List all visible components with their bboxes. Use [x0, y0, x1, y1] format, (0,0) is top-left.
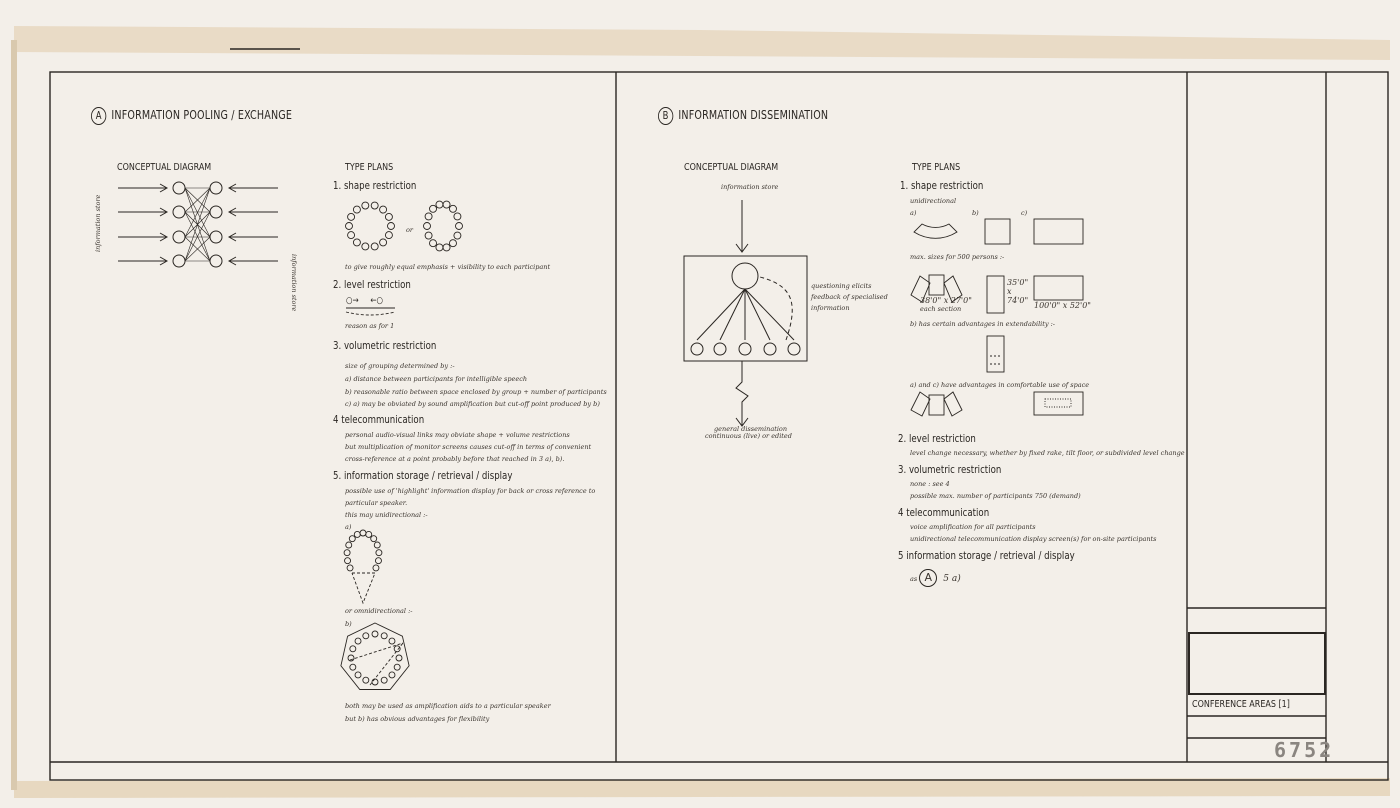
- note: this may unidirectional :-: [345, 511, 428, 519]
- note: a): [910, 209, 917, 217]
- note: a): [345, 523, 352, 531]
- item-heading: 3. volumetric restriction: [333, 340, 437, 352]
- note: general dissemination: [714, 425, 788, 433]
- item-heading: 5 information storage / retrieval / disp…: [898, 550, 1075, 562]
- section-a-title-text: INFORMATION POOLING / EXCHANGE: [111, 107, 293, 122]
- info-store-right-label: information store: [290, 254, 298, 312]
- item-heading: 5. information storage / retrieval / dis…: [333, 470, 513, 482]
- note: reason as for 1: [345, 322, 395, 330]
- dimension: 38'0" x 27'0": [920, 296, 972, 305]
- drawing-title: CONFERENCE AREAS [1]: [1192, 699, 1290, 710]
- note: as: [910, 575, 918, 583]
- item-heading: 4 telecommunication: [898, 507, 990, 519]
- note: each section: [920, 305, 962, 313]
- note: b) has certain advantages in extendabili…: [910, 320, 1055, 328]
- note: max. sizes for 500 persons :-: [910, 253, 1005, 261]
- note: voice amplification for all participants: [910, 523, 1036, 531]
- item-heading: 2. level restriction: [333, 279, 411, 291]
- dissemination-diagram: [683, 200, 808, 427]
- note: but b) has obvious advantages for flexib…: [345, 715, 490, 723]
- note: or omnidirectional :-: [345, 607, 413, 615]
- note: 5 a): [943, 574, 961, 584]
- item-heading: 2. level restriction: [898, 433, 976, 445]
- item-heading: 1. shape restriction: [333, 180, 417, 192]
- dissemination-type-plans: [910, 218, 1084, 417]
- tape-top: [14, 26, 1390, 60]
- conceptual-diagram-label: CONCEPTUAL DIAGRAM: [117, 162, 212, 173]
- info-store-label: information store: [721, 183, 779, 191]
- dimension: 100'0" x 52'0": [1034, 301, 1091, 310]
- section-letter-a: A: [91, 107, 107, 125]
- tape-bottom: [14, 778, 1390, 798]
- note: information: [811, 304, 850, 312]
- section-b-title-text: INFORMATION DISSEMINATION: [678, 107, 829, 122]
- cross-reference: as A 5 a): [910, 569, 961, 587]
- section-letter-b: B: [658, 107, 674, 125]
- note: continuous (live) or edited: [705, 432, 792, 440]
- item-heading: 3. volumetric restriction: [898, 464, 1002, 476]
- note: c) a) may be obviated by sound amplifica…: [345, 400, 600, 408]
- note: a) and c) have advantages in comfortable…: [910, 381, 1090, 389]
- note: particular speaker.: [345, 499, 408, 507]
- frame: [49, 48, 1389, 781]
- sheet-number: 6752: [1274, 738, 1335, 762]
- dimension: 35'0" x 74'0": [1007, 278, 1029, 305]
- note: cross-reference at a point probably befo…: [345, 455, 565, 463]
- note: b): [972, 209, 979, 217]
- note: unidirectional telecommunication display…: [910, 535, 1157, 543]
- note: both may be used as amplification aids t…: [345, 702, 551, 710]
- section-b-title: B INFORMATION DISSEMINATION: [658, 107, 828, 125]
- type-plan-sketches: [340, 200, 463, 690]
- note: b) reasonable ratio between space enclos…: [345, 388, 607, 396]
- conceptual-diagram-label: CONCEPTUAL DIAGRAM: [684, 162, 779, 173]
- section-a-title: A INFORMATION POOLING / EXCHANGE: [91, 107, 292, 125]
- note: b): [345, 620, 352, 628]
- note: possible max. number of participants 750…: [910, 492, 1081, 500]
- note: but multiplication of monitor screens ca…: [345, 443, 592, 451]
- note: level change necessary, whether by fixed…: [910, 449, 1185, 457]
- level-arrows: ○→ ←○: [346, 296, 383, 306]
- type-plans-label: TYPE PLANS: [912, 162, 961, 173]
- note: a) distance between participants for int…: [345, 375, 528, 383]
- item-heading: 1. shape restriction: [900, 180, 984, 192]
- section-ref-a: A: [919, 569, 938, 587]
- pooling-diagram: [118, 181, 278, 268]
- note: possible use of 'highlight' information …: [345, 487, 596, 495]
- note: feedback of specialised: [811, 293, 888, 301]
- note: unidirectional: [910, 197, 957, 205]
- item-heading: 4 telecommunication: [333, 414, 425, 426]
- info-store-left-label: information store: [94, 194, 102, 252]
- note: none : see 4: [910, 480, 950, 488]
- note: to give roughly equal emphasis + visibil…: [345, 263, 551, 271]
- note: personal audio-visual links may obviate …: [345, 431, 570, 439]
- note: c): [1021, 209, 1028, 217]
- note: size of grouping determined by :-: [345, 362, 455, 370]
- note: questioning elicits: [811, 282, 872, 290]
- type-plans-label: TYPE PLANS: [345, 162, 394, 173]
- note: or: [406, 226, 414, 234]
